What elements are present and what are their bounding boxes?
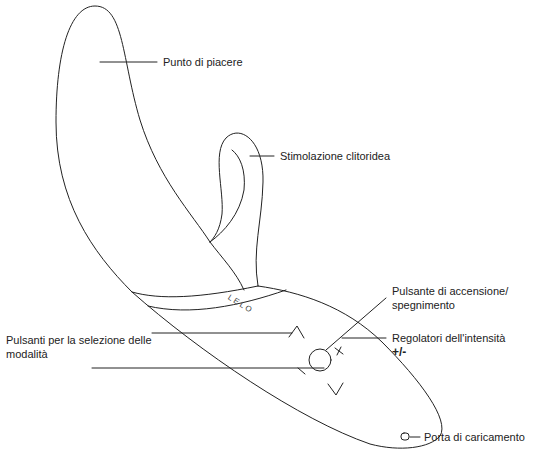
shaft-outline: [56, 6, 210, 292]
charging-port: [401, 433, 409, 440]
part-label: Porta di caricamento: [424, 430, 525, 444]
leader-line: [410, 437, 420, 438]
leader-line: [152, 333, 292, 334]
leader-line: [326, 298, 386, 350]
arm-inner: [210, 150, 244, 242]
brand-mark: LELO: [225, 291, 257, 318]
part-label: +/-: [392, 345, 406, 359]
leader-line: [92, 368, 324, 369]
mode-up-chevron: [289, 326, 304, 338]
minus-mark: [298, 368, 305, 374]
mode-down-chevron: [328, 383, 343, 395]
part-label: Punto di piacere: [163, 55, 243, 69]
part-label: Pulsanti per la selezione delle modalità: [6, 333, 154, 361]
collar: [148, 290, 286, 310]
plus-mark: [335, 347, 343, 355]
leader-line: [342, 338, 386, 339]
part-label: Pulsante di accensione/ spegnimento: [392, 284, 538, 312]
leader-line: [100, 62, 157, 63]
leader-line: [250, 156, 274, 157]
part-label: Stimolazione clitoridea: [280, 149, 390, 163]
part-label: Regolatori dell'intensità: [392, 331, 505, 345]
crotch: [210, 242, 244, 290]
